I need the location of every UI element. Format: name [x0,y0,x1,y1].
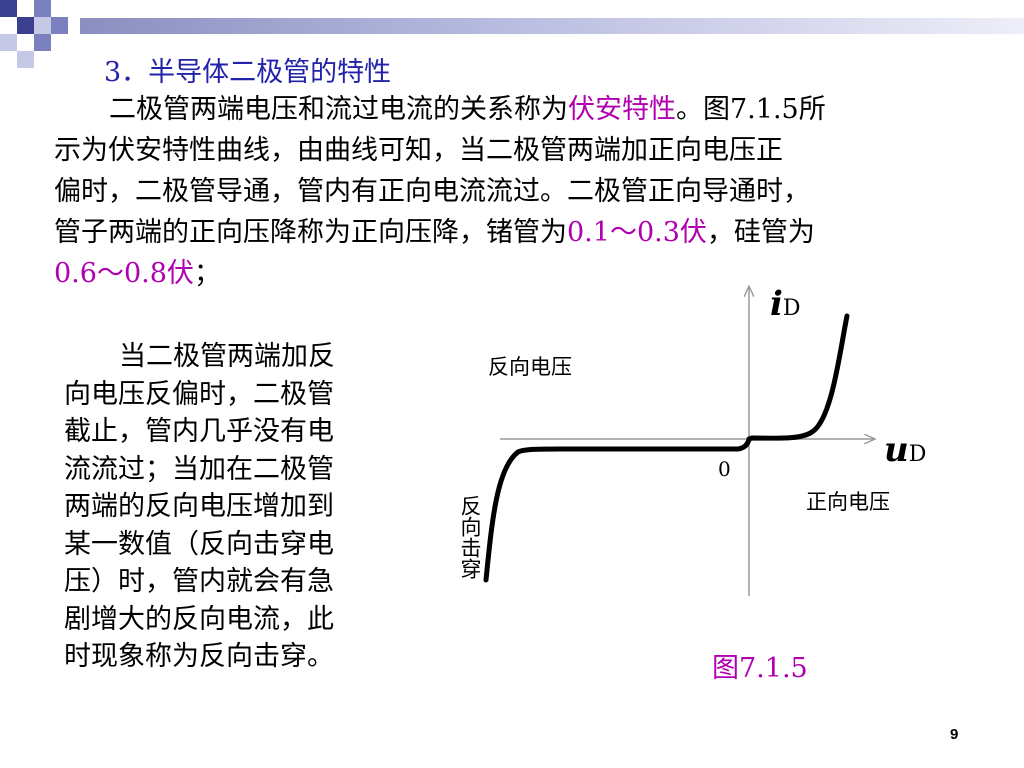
para-line: 两端的反向电压增加到 [64,491,334,522]
para-line: 0.6～0.8伏； [54,253,1004,294]
para-line: 二极管两端电压和流过电流的关系称为伏安特性。图7.1.5所 [54,89,1004,130]
page-number: 9 [950,726,959,743]
deco-square [0,51,17,68]
deco-square [17,17,34,34]
x-axis-label: uD [884,430,926,470]
para-line: 某一数值（反向击穿电 [64,528,334,560]
para-text: ，硅管为 [706,217,815,248]
x-axis-subscript: D [908,442,927,467]
figure-caption: 图7.1.5 [712,653,808,684]
deco-square [34,34,51,51]
section-heading: 3．半导体二极管的特性 [104,57,392,88]
para-text: 。图7.1.5所 [676,94,826,125]
para-line: 管子两端的正向压降称为正向压降，锗管为0.1～0.3伏，硅管为 [54,212,1004,253]
deco-square [0,0,17,17]
forward-voltage-label: 正向电压 [806,490,890,514]
deco-square [51,0,68,17]
para-line: 当二极管两端加反 [119,341,335,372]
reverse-voltage-label: 反向电压 [488,355,572,379]
para-line: 示为伏安特性曲线，由曲线可知，当二极管两端加正向电压正 [54,135,783,166]
deco-square [17,34,34,51]
intro-paragraph: 二极管两端电压和流过电流的关系称为伏安特性。图7.1.5所 示为伏安特性曲线，由… [54,89,1004,294]
para-line: 剧增大的反向电流，此 [64,603,334,635]
para-line: 流流过；当加在二极管 [64,453,334,485]
deco-square [17,0,34,17]
para-line: 偏时，二极管导通，管内有正向电流流过。二极管正向导通时， [54,176,810,207]
para-text: 二极管两端电压和流过电流的关系称为 [109,94,568,125]
highlight-term: 伏安特性 [568,94,676,125]
x-axis-variable: u [884,430,909,470]
breakdown-label: 反向击穿 [458,495,482,579]
highlight-value: 0.1～0.3伏 [567,217,707,248]
deco-square [34,0,51,17]
para-line: 向电压反偏时，二极管 [64,378,334,410]
deco-square [17,51,34,68]
breakdown-paragraph: 当二极管两端加反 向电压反偏时，二极管 截止，管内几乎没有电 流流过；当加在二极… [64,338,414,676]
para-line: 截止，管内几乎没有电 [64,416,334,447]
y-axis-variable: i [770,284,783,324]
para-line: 压）时，管内就会有急 [64,566,334,597]
para-line: 时现象称为反向击穿。 [64,641,334,672]
origin-label: 0 [718,457,731,481]
deco-square [34,17,51,34]
y-axis-subscript: D [782,296,801,321]
deco-square [0,17,17,34]
para-text: ； [193,258,221,289]
vi-curve [483,313,850,583]
highlight-value: 0.6～0.8伏 [54,258,194,289]
deco-square [0,34,17,51]
para-text: 管子两端的正向压降称为正向压降，锗管为 [54,217,567,248]
deco-square [51,17,68,34]
y-axis-label: iD [770,284,801,324]
header-gradient-bar [80,18,1024,34]
